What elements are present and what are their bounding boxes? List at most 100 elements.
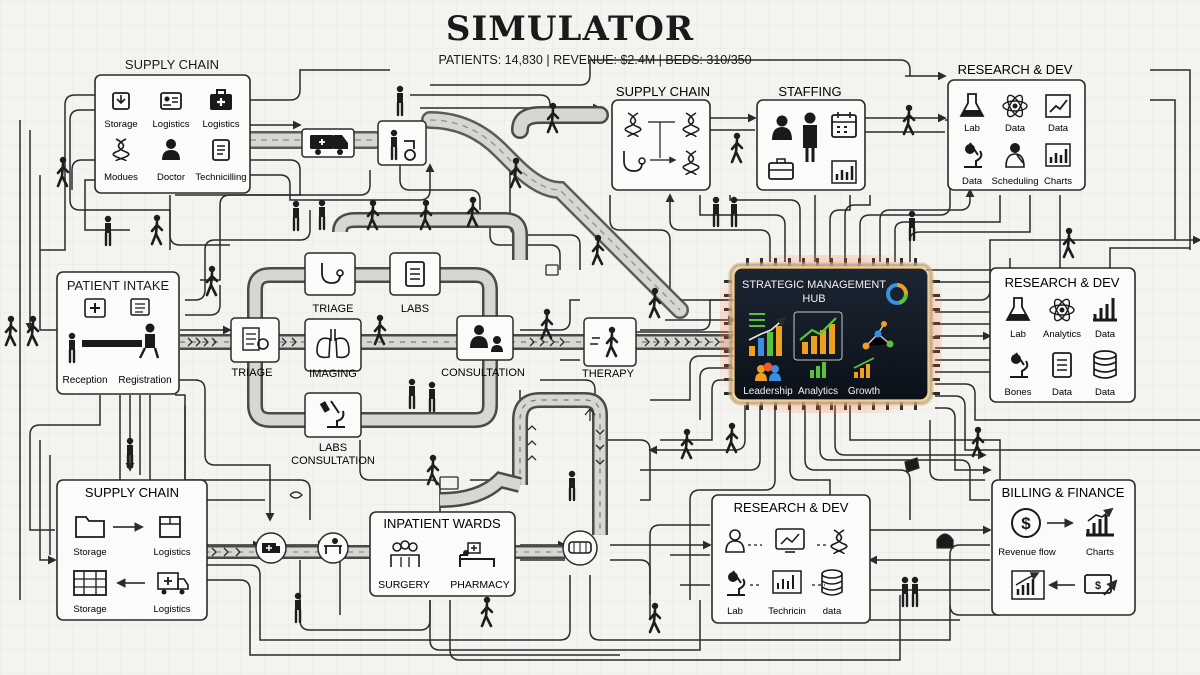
box-title: STAFFING <box>778 84 841 99</box>
database-icon <box>1093 350 1117 379</box>
svg-text:$: $ <box>1021 514 1031 533</box>
station-label: LABS <box>401 303 429 315</box>
reception-desk <box>82 340 142 347</box>
stretcher-node[interactable] <box>317 532 349 564</box>
item-label: Storage <box>73 604 106 615</box>
item-label: Reception <box>62 375 107 386</box>
lungs-icon <box>316 329 350 359</box>
triage-station[interactable] <box>230 317 280 363</box>
checklist-icon <box>242 327 269 351</box>
research-dev-box-mid-right[interactable]: RESEARCH & DEV Lab Analytics Data <box>989 267 1136 403</box>
item-label: Charts <box>1044 176 1072 187</box>
dna-icon <box>682 112 700 138</box>
strategic-management-hub[interactable]: STRATEGIC MANAGEMENT HUB <box>720 255 942 413</box>
station-label: TRIAGE <box>313 303 354 315</box>
svg-text:$: $ <box>1095 580 1101 592</box>
box-icon <box>159 516 181 538</box>
list-icon <box>749 313 765 327</box>
staff-group-icon <box>390 540 420 567</box>
stethoscope-icon <box>623 151 646 172</box>
supply-chain-box-top-left[interactable]: SUPPLY CHAIN Storage Logistics <box>94 57 251 194</box>
item-label: Modues <box>104 172 138 183</box>
station-label: LABS <box>319 442 347 454</box>
item-label: Revenue flow <box>998 547 1056 558</box>
item-label: Scheduling <box>991 176 1038 187</box>
dollar-icon: $ <box>1011 508 1041 538</box>
item-label: SURGERY <box>378 579 430 591</box>
patient-intake-box[interactable]: PATIENT INTAKE Reception Registration <box>56 271 180 395</box>
research-dev-box-top-right[interactable]: RESEARCH & DEV Lab Dat <box>947 62 1086 191</box>
shelves-icon <box>73 570 107 596</box>
donut-chart-icon <box>886 283 909 305</box>
imaging-station[interactable] <box>304 318 362 372</box>
triage-loop: TRIAGE LABS TRIAGE I <box>230 252 525 467</box>
medical-truck-icon <box>157 572 189 595</box>
clipboard-icon <box>1052 352 1072 378</box>
atom-icon <box>1002 94 1028 118</box>
billing-finance-box[interactable]: BILLING & FINANCE $ Revenue flow Charts … <box>991 479 1136 616</box>
supply-chain-box-top-center[interactable]: SUPPLY CHAIN <box>611 84 711 191</box>
station-label: THERAPY <box>582 368 635 380</box>
item-label: Data <box>962 176 983 187</box>
scientist-icon <box>725 529 745 553</box>
doctor-icon <box>470 325 503 352</box>
decorative-markers <box>289 264 954 549</box>
chart-icon <box>1045 94 1071 118</box>
clipboard-icon <box>130 298 150 316</box>
hub-growth-chart-icon <box>793 311 843 361</box>
hub-label: Leadership <box>743 386 793 397</box>
database-icon <box>821 569 843 596</box>
supply-chain-box-bottom-left[interactable]: SUPPLY CHAIN Storage Logistics Storage L… <box>56 479 208 621</box>
scientist-icon <box>1005 143 1025 168</box>
item-label: PHARMACY <box>450 579 510 591</box>
folder-icon <box>75 516 105 538</box>
flow-arrows <box>648 121 675 160</box>
research-dev-box-bottom-center[interactable]: RESEARCH & DEV Lab Techricin data <box>711 494 871 624</box>
station-label: IMAGING <box>309 368 357 380</box>
ambulance-icon <box>301 128 355 158</box>
triage-top-station[interactable] <box>304 252 356 296</box>
station-label: CONSULTATION <box>291 455 375 467</box>
doctor-icon <box>162 139 180 160</box>
item-label: Lab <box>1010 329 1026 340</box>
box-title: BILLING & FINANCE <box>1002 485 1125 500</box>
labs-station[interactable] <box>389 252 441 296</box>
flask-icon <box>959 93 985 117</box>
item-label: Logistics <box>153 119 190 130</box>
clipboard-icon <box>212 139 230 161</box>
growth-chart-icon <box>1011 570 1045 600</box>
item-label: Lab <box>727 606 743 617</box>
hub-label: Analytics <box>798 386 838 397</box>
hub-label: Growth <box>848 386 880 397</box>
consultation-station[interactable] <box>456 315 514 361</box>
station-label: CONSULTATION <box>441 367 525 379</box>
bus-node[interactable] <box>562 530 598 566</box>
id-card-icon <box>160 92 182 110</box>
item-label: data <box>823 606 842 617</box>
item-label: Data <box>1048 123 1069 134</box>
stethoscope-icon <box>321 263 344 284</box>
wheelchair-station <box>377 120 427 166</box>
atom-icon <box>1049 298 1075 322</box>
dna-icon <box>682 150 700 176</box>
hub-title: HUB <box>802 293 825 305</box>
therapy-station[interactable] <box>583 317 637 367</box>
briefcase-icon <box>768 158 794 180</box>
header-stats: PATIENTS: 14,830 | REVENUE: $2.4M | BEDS… <box>438 53 751 67</box>
item-label: Technicilling <box>195 172 246 183</box>
item-label: Data <box>1095 387 1116 398</box>
labs-consultation-station[interactable] <box>304 392 362 438</box>
page-title: SIMULATOR <box>446 9 694 49</box>
registration-person-icon <box>138 323 160 359</box>
item-label: Data <box>1005 123 1026 134</box>
inpatient-wards-box[interactable]: INPATIENT WARDS SURGERY PHARMACY <box>369 511 516 597</box>
box-title: SUPPLY CHAIN <box>616 84 710 99</box>
chart-board-icon <box>772 570 802 594</box>
analytics-mini-chart-icon <box>810 362 826 378</box>
ambulance-node[interactable] <box>255 532 287 564</box>
item-label: Doctor <box>157 172 185 183</box>
staffing-box[interactable]: STAFFING <box>756 84 866 191</box>
item-label: Storage <box>104 119 137 130</box>
bar-chart-icon <box>1045 143 1071 167</box>
growth-mini-chart-icon <box>853 357 875 378</box>
